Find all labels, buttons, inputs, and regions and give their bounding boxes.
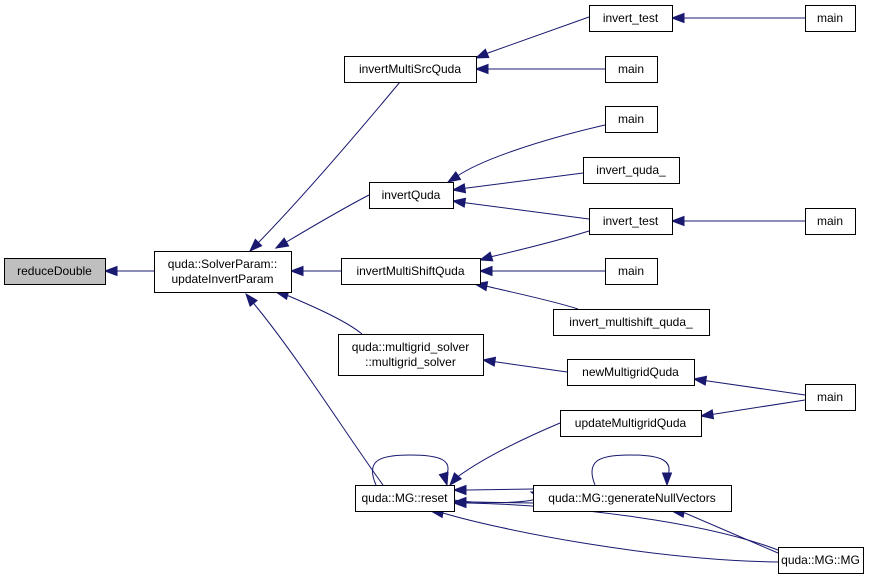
node-updatemultigridquda[interactable]: updateMultigridQuda — [560, 410, 702, 437]
node-invertquda[interactable]: invertQuda — [369, 182, 454, 209]
call-edge — [670, 12, 805, 24]
node-label: quda::multigrid_solver — [352, 340, 469, 354]
node-reducedouble: reduceDouble — [4, 258, 106, 285]
node-label: main — [618, 62, 644, 76]
call-edge — [289, 265, 341, 277]
node-label: updateMultigridQuda — [575, 416, 687, 430]
node-newmultigridquda[interactable]: newMultigridQuda — [567, 359, 695, 386]
call-edge — [699, 399, 806, 420]
node-mg-mg[interactable]: quda::MG::MG — [778, 547, 864, 574]
call-edge — [248, 81, 401, 253]
call-edge — [670, 507, 779, 554]
node-invert-quda-[interactable]: invert_quda_ — [583, 157, 680, 184]
call-edge — [670, 215, 805, 227]
call-edge — [451, 197, 590, 220]
call-edge — [473, 281, 579, 310]
call-edge — [692, 375, 806, 396]
node-label: invertMultiSrcQuda — [359, 62, 461, 76]
node-label: main — [817, 214, 843, 228]
node-label: invert_quda_ — [596, 163, 666, 177]
node-mg-generatenullvectors[interactable]: quda::MG::generateNullVectors — [533, 485, 732, 512]
node-updateinvertparam[interactable]: quda::SolverParam::updateInvertParam — [154, 251, 292, 293]
node-invert-test-1[interactable]: invert_test — [589, 5, 673, 32]
node-label: invert_multishift_quda_ — [569, 315, 693, 329]
node-label: invert_test — [603, 11, 659, 25]
call-edge — [245, 292, 384, 486]
call-edge — [478, 230, 590, 262]
node-label: quda::MG::reset — [361, 491, 448, 505]
node-invertmultisrcquda[interactable]: invertMultiSrcQuda — [344, 56, 477, 83]
node-label: quda::MG::generateNullVectors — [548, 491, 715, 505]
call-edge — [591, 454, 673, 487]
node-label: newMultigridQuda — [582, 365, 679, 379]
node-label: reduceDouble — [17, 264, 92, 278]
node-multigrid-solver[interactable]: quda::multigrid_solver::multigrid_solver — [338, 334, 484, 376]
call-edge — [453, 490, 545, 504]
call-edge — [371, 454, 449, 487]
node-label: invertMultiShiftQuda — [356, 264, 464, 278]
node-label: invertQuda — [382, 188, 441, 202]
call-edge — [474, 16, 590, 59]
node-label: ::multigrid_solver — [365, 355, 456, 369]
node-invertmultishiftquda[interactable]: invertMultiShiftQuda — [341, 258, 481, 285]
node-main-5[interactable]: main — [605, 258, 658, 285]
call-edge — [274, 289, 363, 335]
node-label: main — [618, 264, 644, 278]
node-main-3[interactable]: main — [605, 106, 658, 133]
call-edge — [474, 63, 605, 75]
node-main-1[interactable]: main — [805, 5, 856, 32]
node-label: main — [817, 11, 843, 25]
call-edge — [452, 484, 534, 496]
node-label: main — [817, 390, 843, 404]
call-edge — [449, 422, 561, 487]
call-edge — [274, 194, 370, 249]
node-main-2[interactable]: main — [605, 56, 658, 83]
node-label: updateInvertParam — [171, 272, 273, 286]
node-mg-reset[interactable]: quda::MG::reset — [355, 485, 455, 512]
call-edge — [451, 172, 584, 194]
node-main-4[interactable]: main — [805, 208, 856, 235]
node-main-6[interactable]: main — [805, 384, 856, 411]
node-invert-test-2[interactable]: invert_test — [589, 208, 673, 235]
node-label: quda::SolverParam:: — [168, 257, 277, 271]
node-label: quda::MG::MG — [781, 553, 860, 567]
call-edge — [103, 265, 154, 277]
node-label: invert_test — [603, 214, 659, 228]
node-invert-multishift-quda-[interactable]: invert_multishift_quda_ — [553, 309, 710, 336]
call-edge — [481, 356, 568, 373]
call-edge — [429, 507, 779, 563]
call-edge — [446, 124, 606, 183]
call-edge — [452, 497, 779, 551]
call-edge — [478, 265, 605, 277]
node-label: main — [618, 112, 644, 126]
